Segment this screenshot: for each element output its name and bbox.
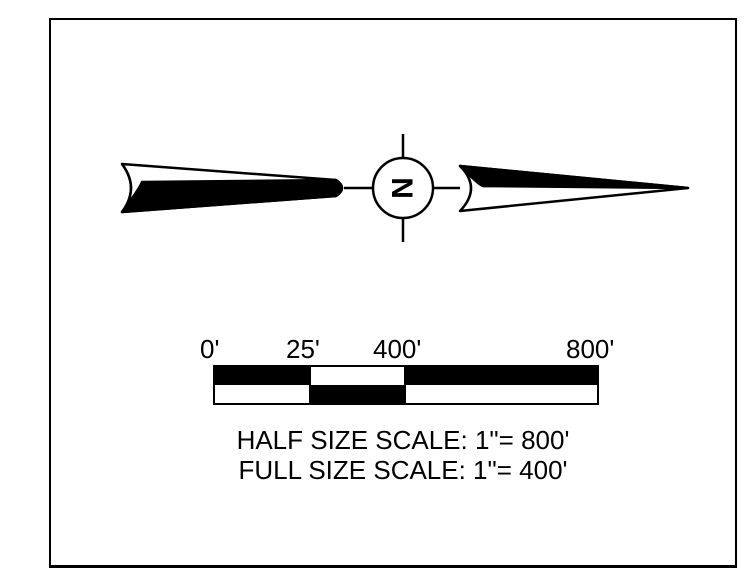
scale-bar-lower-segment-2: [310, 385, 405, 404]
scale-tick-label-0: 0': [200, 334, 220, 364]
north-arrow-right-head: [458, 164, 690, 213]
half-size-scale-note: HALF SIZE SCALE: 1"= 800': [236, 425, 570, 455]
scale-bar-lower-segment-3: [405, 385, 598, 404]
scale-bar: [213, 365, 599, 405]
north-arrow-left-tail: [120, 162, 344, 214]
scale-bar-upper-segment-2: [310, 366, 405, 385]
north-arrow-circle: [371, 156, 435, 220]
scale-tick-label-400: 400': [373, 334, 422, 364]
scale-tick-label-25: 25': [286, 334, 320, 364]
scale-tick-label-800: 800': [566, 334, 615, 364]
scale-bar-upper-segment-1: [214, 366, 310, 385]
scale-bar-upper-segment-3: [405, 366, 598, 385]
north-letter: N: [387, 177, 420, 199]
drawing-frame: [49, 18, 737, 568]
full-size-scale-note: FULL SIZE SCALE: 1"= 400': [238, 455, 568, 485]
scale-bar-lower-segment-1: [214, 385, 310, 404]
